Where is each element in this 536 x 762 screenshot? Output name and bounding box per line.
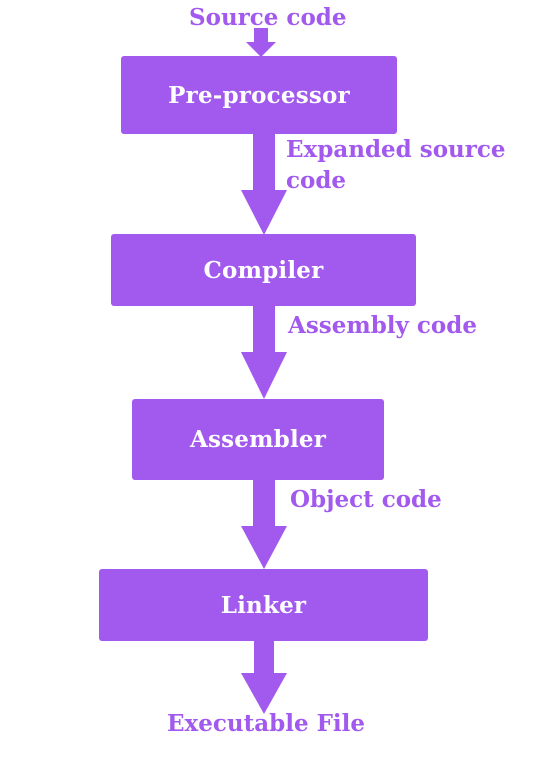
arrow-source-to-preprocessor: [246, 28, 276, 57]
compiler-box-label: Compiler: [203, 256, 324, 284]
executable-file-label: Executable File: [167, 710, 366, 737]
preprocessor-box: Pre-processor: [121, 56, 397, 134]
expanded-source-code-label: Expanded source code: [286, 136, 506, 194]
arrow-preprocessor-to-compiler: [241, 134, 287, 235]
object-code-label: Object code: [290, 486, 442, 513]
assembler-box-label: Assembler: [189, 426, 327, 453]
assembly-code-label: Assembly code: [288, 312, 477, 339]
arrow-assembler-to-linker: [241, 480, 287, 569]
assembler-box: Assembler: [132, 399, 384, 480]
source-code-label: Source code: [189, 4, 347, 31]
linker-box: Linker: [99, 569, 428, 641]
linker-box-label: Linker: [220, 591, 307, 619]
compiler-box: Compiler: [111, 234, 416, 306]
arrow-compiler-to-assembler: [241, 306, 287, 399]
arrow-linker-to-executable: [241, 641, 287, 714]
preprocessor-box-label: Pre-processor: [168, 81, 350, 109]
